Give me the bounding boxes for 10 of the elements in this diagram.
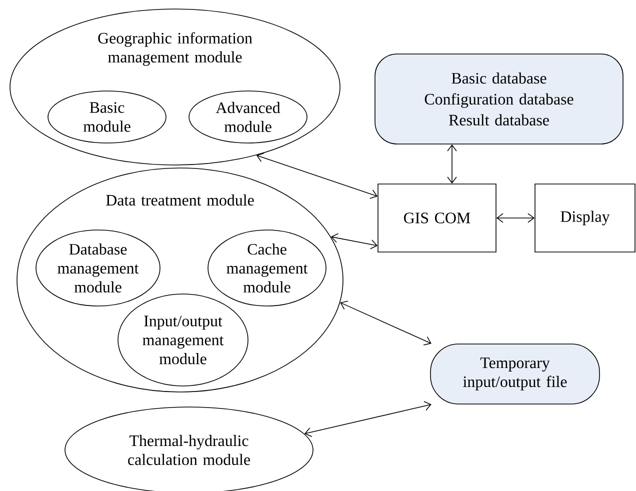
arrow (447, 144, 457, 184)
arrow (256, 152, 378, 199)
arrow (496, 213, 535, 223)
arrow (304, 401, 432, 438)
file-box: Temporary input/output file (430, 344, 600, 404)
arrow (340, 300, 432, 346)
arrow (330, 233, 378, 250)
process-box: GIS COM (378, 184, 496, 252)
process-box: Display (534, 184, 636, 252)
database-box: Basic database Configuration database Result database (374, 54, 624, 144)
